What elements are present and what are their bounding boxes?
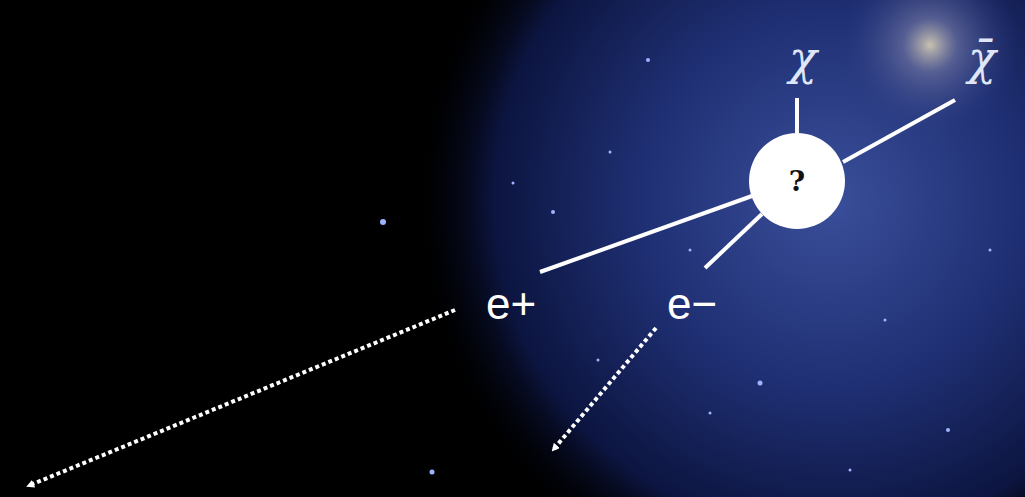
nebula: [380, 0, 1025, 497]
stars: [380, 58, 992, 475]
mystery-vertex: ?: [749, 133, 845, 229]
particle-label: e−: [667, 282, 717, 326]
particle-lines: [540, 98, 955, 272]
particle-label: χ: [789, 35, 817, 81]
particle-label: e+: [486, 282, 536, 326]
nebula-glow: [820, 0, 1025, 160]
vertex-text: ?: [789, 165, 805, 198]
dotted-trajectories: [28, 310, 656, 486]
particle-label: χ̄: [968, 35, 996, 81]
